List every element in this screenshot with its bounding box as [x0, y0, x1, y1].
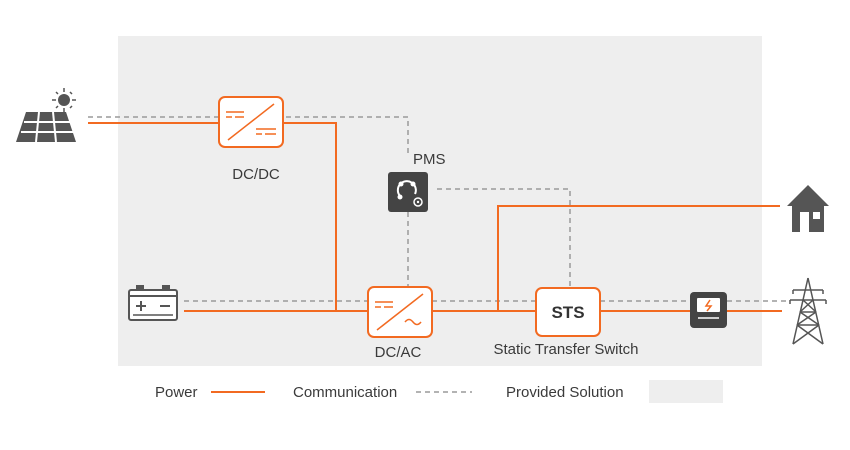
legend-provided-solution-label: Provided Solution — [506, 384, 624, 401]
legend-provided-solution-swatch — [649, 380, 723, 403]
power-tower-icon — [789, 277, 827, 345]
pms-controller-icon[interactable] — [388, 172, 428, 212]
solar-panel-icon — [16, 88, 76, 143]
provided-solution-area — [118, 36, 762, 366]
legend: Power Communication Provided Solution — [155, 380, 723, 403]
sts-label: STS — [551, 303, 584, 322]
dcdc-label: DC/DC — [232, 166, 280, 183]
sts-full-label: Static Transfer Switch — [493, 341, 638, 358]
dcac-inverter[interactable] — [367, 286, 433, 338]
battery-icon — [128, 285, 178, 321]
dcdc-converter[interactable] — [218, 96, 284, 148]
energy-meter-icon — [690, 292, 727, 328]
dcac-label: DC/AC — [375, 344, 422, 361]
power-lines — [88, 122, 782, 312]
legend-communication-label: Communication — [293, 384, 397, 401]
house-icon — [787, 185, 829, 232]
sts-switch[interactable]: STS — [535, 287, 601, 337]
communication-lines — [88, 116, 788, 302]
legend-power-label: Power — [155, 384, 198, 401]
pms-label: PMS — [413, 151, 446, 168]
